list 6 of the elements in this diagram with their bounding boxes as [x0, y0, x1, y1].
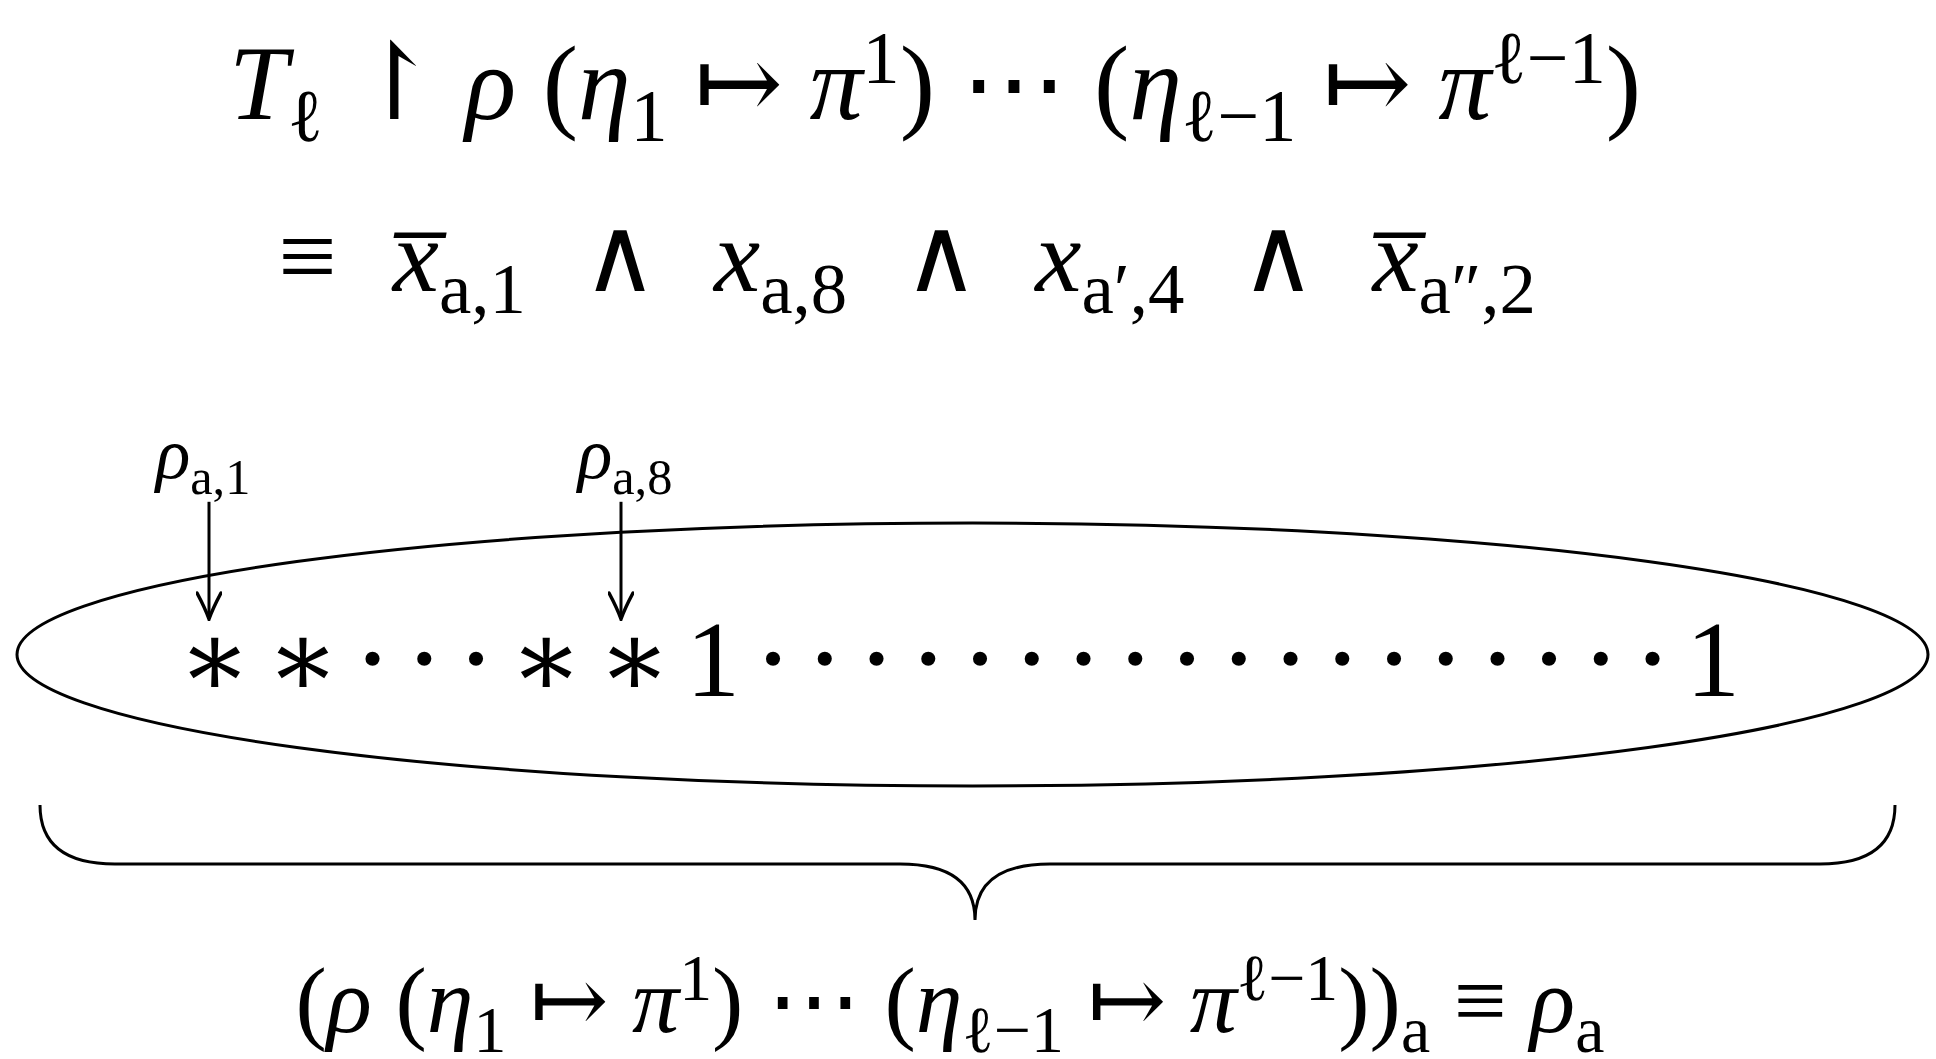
symbol-sequence: ∗ ∗ ⋅ ⋅ ⋅ ∗ ∗ 1 ⋅ ⋅ ⋅ ⋅ ⋅ ⋅ ⋅ ⋅ ⋅ ⋅ ⋅ ⋅ ⋅ ⋅ ⋅ ⋅ ⋅ ⋅ 1 [178, 600, 1734, 720]
formula-text: ≡ x̅$_{a,1}$ ∧ x$_{a,8}$ ∧ x$_{a′,4}$ ∧ x̅$_{a″,2}$ [277, 197, 1537, 324]
math-label: ρ$_{a,1}$ [148, 408, 258, 502]
math-label: ρ$_{a,8}$ [570, 408, 680, 502]
formula-text: T$_{ℓ}$ ↾ ρ (η$_{1}$ ↦ π$^{1}$) ⋯ (η$_{ℓ−1}$ ↦ π$^{ℓ−1}$) [227, 15, 1643, 153]
formula-text: (ρ (η$_{1}$ ↦ π$^{1}$) ⋯ (η$_{ℓ−1}$ ↦ π$^{ℓ−1}$))$_{a}$ ≡ ρ$_{a}$ [294, 939, 1606, 1059]
